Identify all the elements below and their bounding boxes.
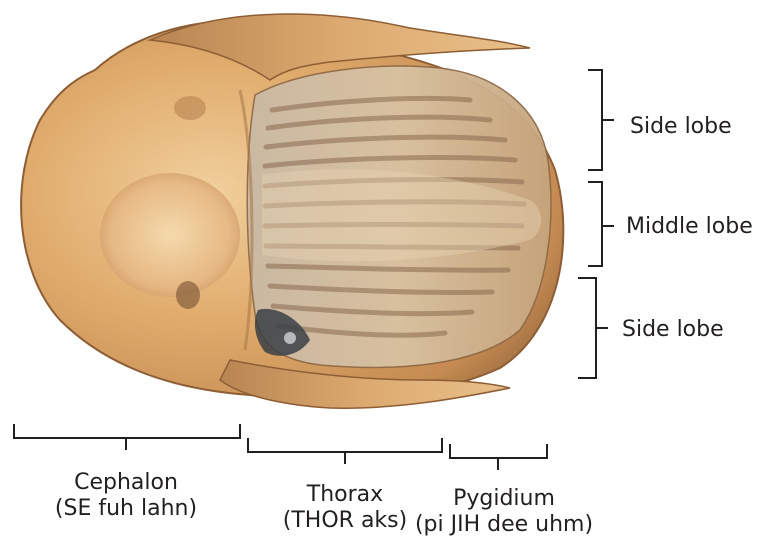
pygidium-pronunciation: (pi JIH dee uhm): [404, 512, 604, 538]
label-side-lobe-bottom: Side lobe: [622, 317, 724, 343]
label-middle-lobe: Middle lobe: [626, 214, 753, 240]
bracket-middle-lobe: [588, 182, 614, 266]
bracket-cephalon: [14, 424, 240, 450]
bracket-thorax: [248, 438, 442, 464]
cephalon-name: Cephalon: [36, 470, 216, 496]
bottom-brackets: [14, 424, 547, 470]
trilobite-fossil: [21, 14, 563, 408]
matrix-speck: [284, 332, 296, 344]
label-side-lobe-top: Side lobe: [630, 114, 732, 140]
cephalon-spot-upper: [174, 96, 206, 120]
bracket-side-lobe-bottom: [578, 278, 608, 378]
side-brackets: [578, 70, 614, 378]
bracket-side-lobe-top: [588, 70, 614, 170]
label-pygidium: Pygidium (pi JIH dee uhm): [404, 486, 604, 539]
bracket-pygidium: [450, 444, 547, 470]
cephalon-spot-lower: [176, 281, 200, 309]
label-cephalon: Cephalon (SE fuh lahn): [36, 470, 216, 523]
pygidium-name: Pygidium: [404, 486, 604, 512]
glabella: [100, 173, 240, 297]
cephalon-pronunciation: (SE fuh lahn): [36, 496, 216, 522]
